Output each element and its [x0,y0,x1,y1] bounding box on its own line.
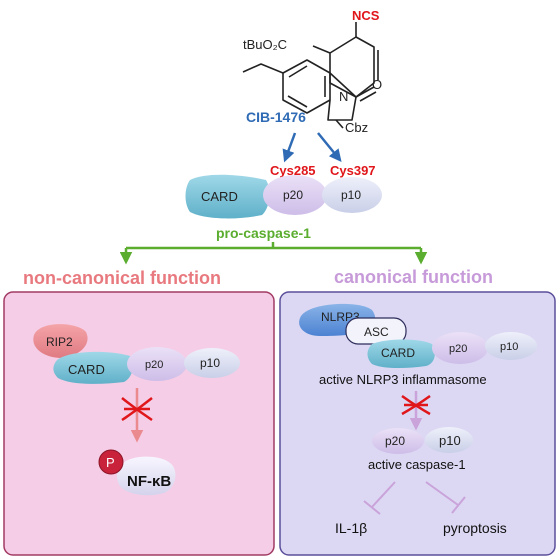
phosphate-badge [98,449,124,475]
procaspase-card-label: CARD [201,189,238,204]
procaspase-p10-domain [322,177,382,213]
ring-nitrogen: N [339,89,348,104]
cbz-group: Cbz [345,120,368,135]
compound-label: CIB-1476 [246,109,306,125]
noncanonical-p10-domain [184,348,240,378]
canonical-card-label: CARD [381,346,415,360]
asc-label: ASC [364,325,389,339]
canonical-card-domain [367,339,435,369]
active-p10-domain [425,427,473,453]
canonical-title: canonical function [334,267,493,287]
active-caspase-label: active caspase-1 [368,457,466,472]
chemical-structure [242,22,379,129]
ncs-group: NCS [352,8,380,23]
noncanonical-p10-label: p10 [200,356,220,370]
procaspase-p10-label: p10 [341,188,361,202]
procaspase-card-domain [185,174,270,219]
procaspase-title: pro-caspase-1 [216,225,311,241]
arrow-to-cys397 [317,132,342,162]
il1b-label: IL-1β [335,520,367,536]
rip2-protein [33,324,88,358]
canonical-downstream-lines [363,481,466,515]
canonical-p10-domain [485,332,537,360]
noncanonical-title: non-canonical function [23,268,221,288]
arrow-to-cys285 [282,132,297,163]
active-p10-label: p10 [439,433,461,448]
procaspase-protein [185,174,382,219]
branch-arrows [119,242,428,265]
cys397-label: Cys397 [330,163,376,178]
canonical-inhibition-cross [401,394,431,416]
carbonyl-oxygen: O [372,77,382,92]
canonical-p20-label: p20 [449,343,467,355]
noncanonical-card-domain [53,351,133,384]
cys285-label: Cys285 [270,163,316,178]
canonical-p10-label: p10 [500,341,518,353]
noncanonical-p20-domain [127,347,187,381]
nfkb-label: NF-κB [127,473,171,490]
active-p20-label: p20 [385,434,405,448]
phosphate-label: P [106,455,115,470]
procaspase-p20-domain [263,175,327,215]
noncanonical-p20-label: p20 [145,359,163,371]
rip2-label: RIP2 [46,335,73,349]
noncanonical-card-label: CARD [68,362,105,377]
canonical-p20-domain [432,332,488,364]
ester-group: tBuO₂C [243,37,287,52]
inflammasome-label: active NLRP3 inflammasome [319,372,487,387]
pyroptosis-label: pyroptosis [443,520,507,536]
noncanonical-inhibition-cross [121,397,153,422]
procaspase-p20-label: p20 [283,188,303,202]
active-p20-domain [372,428,424,454]
nfkb-protein [116,456,176,496]
